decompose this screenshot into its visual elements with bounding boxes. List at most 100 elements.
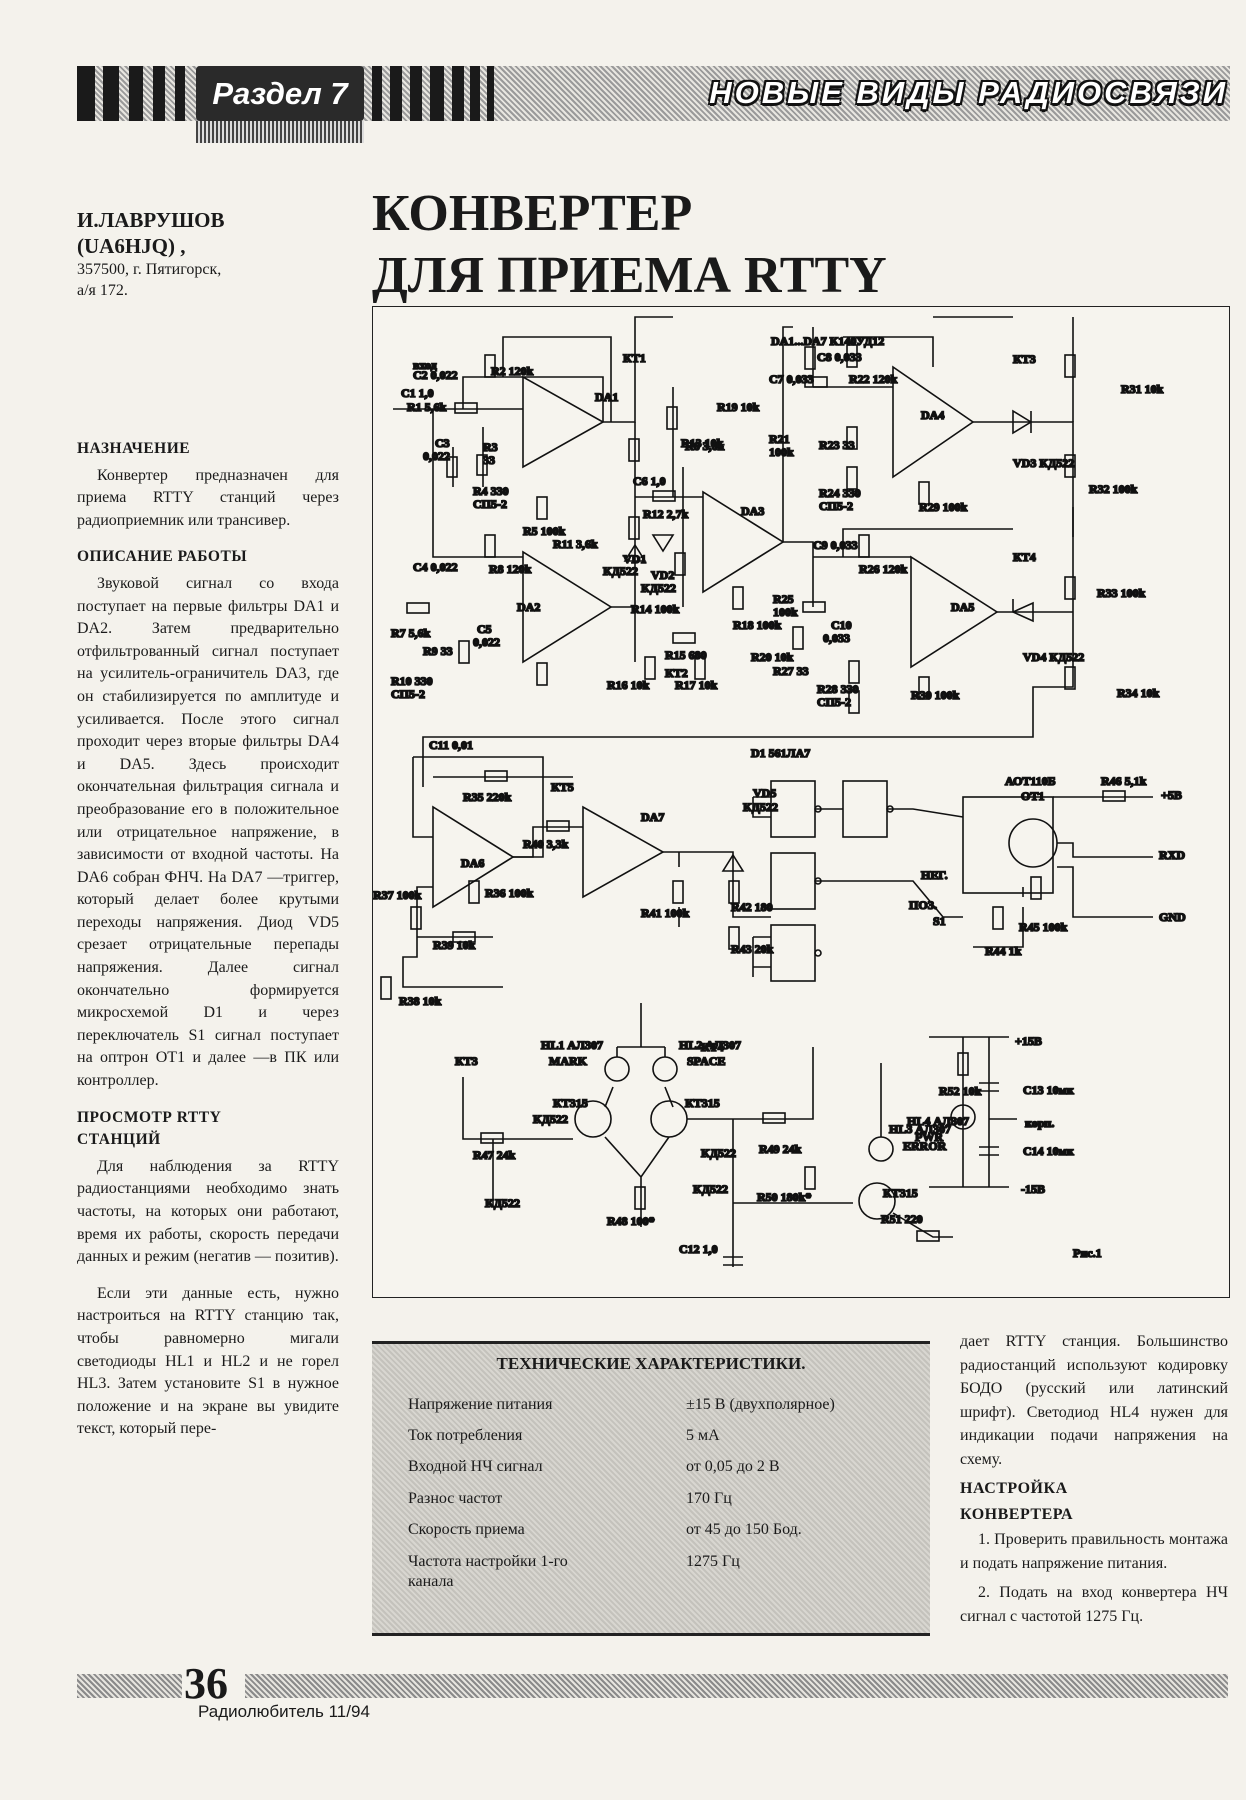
wire (782, 326, 814, 607)
led-hl2 (652, 1056, 678, 1082)
spec-row: Напряжение питания ±15 В (двухполярное) (408, 1395, 908, 1415)
resistor (446, 456, 458, 478)
label-vd2: VD2 (651, 568, 674, 582)
resistor (672, 880, 684, 904)
opamp-da5 (910, 555, 999, 669)
label-d1: D1 561ЛА7 (751, 746, 810, 760)
spec-key: Разнос частот (408, 1490, 503, 1507)
label-kt3: КТ3 (1013, 352, 1036, 366)
resistor (628, 516, 640, 540)
label-mark: MARK (549, 1054, 588, 1068)
resistor (918, 676, 930, 700)
gate-d1-c (770, 852, 816, 910)
header-stripe (129, 66, 143, 121)
label-r22: R22 120k (849, 372, 898, 386)
label-r17: R17 10k (675, 678, 718, 692)
resistor (652, 490, 676, 502)
label-chips: DA1...DA7 К140УД12 (771, 334, 884, 348)
label-kt2: КТ2 (665, 666, 688, 680)
label-r36: R36 100k (485, 886, 534, 900)
header-stripe (77, 66, 95, 121)
spec-value: 1275 Гц (686, 1553, 740, 1570)
magazine-issue: Радиолюбитель 11/94 (198, 1702, 370, 1721)
label-r25: R25 (773, 592, 794, 606)
author-block: И.ЛАВРУШОВ (UA6HJQ) , 357500, г. Пятигор… (77, 207, 267, 301)
label-r3: R3 (483, 440, 498, 454)
label-r38: R38 10k (399, 994, 442, 1008)
resistor (468, 880, 480, 904)
resistor (454, 402, 478, 414)
resistor (644, 656, 656, 680)
transistor-kt315-a (574, 1100, 612, 1138)
gate-d1-d (770, 924, 816, 982)
setup-heading-line2: КОНВЕРТЕРА (960, 1505, 1074, 1523)
header-stripe (410, 66, 422, 121)
label-r31: R31 10k (1121, 382, 1164, 396)
label-r42: R42 180 (731, 900, 773, 914)
resistor (484, 354, 496, 378)
label-da7: DA7 (641, 810, 664, 824)
label-opto-ref: ОТ1 (1021, 789, 1044, 803)
resistor (804, 346, 816, 370)
label-r26: R26 120k (859, 562, 908, 576)
label-r24: R24 330 (819, 486, 861, 500)
purpose-text: Конвертер предназначен для приема RTTY с… (77, 466, 339, 529)
label-c8: С8 0,033 (817, 350, 862, 364)
label-r7: R7 5,6k (391, 626, 431, 640)
spec-key: Входной НЧ сигнал (408, 1458, 543, 1475)
label-input: вход (413, 358, 437, 372)
article-title-line1: КОНВЕРТЕР (372, 185, 693, 242)
purpose-heading: НАЗНАЧЕНИЕ (77, 440, 191, 457)
label-c7: С7 0,033 (769, 372, 814, 386)
label-r8: R8 120k (489, 562, 532, 576)
label-hl4: HL4 АЛ307 (907, 1114, 969, 1128)
diode-vd3 (1012, 409, 1033, 435)
label-r50: R50 180k* (757, 1190, 811, 1204)
resistor (1064, 666, 1076, 690)
label-kd3: КД522 (701, 1146, 736, 1160)
label-r52: R52 10k (939, 1084, 982, 1098)
opamp-da4 (892, 365, 975, 479)
wire (462, 1077, 670, 1227)
wire (815, 808, 964, 918)
resistor (916, 1230, 940, 1242)
resistor (484, 770, 508, 782)
header-stripe (452, 66, 464, 121)
resistor (848, 660, 860, 684)
resistor (792, 626, 804, 650)
wire (813, 528, 1013, 558)
optocoupler-ot1 (962, 796, 1054, 894)
label-rxd: RXD (1159, 848, 1185, 862)
right-column: дает RTTY станция. Большинство радиостан… (960, 1330, 1228, 1634)
header-stripe (175, 66, 185, 121)
led-hl1 (604, 1056, 630, 1082)
spec-value: от 0,05 до 2 В (686, 1458, 780, 1475)
resistor (732, 586, 744, 610)
specs-box (372, 1342, 930, 1635)
spec-key: Напряжение питания (408, 1396, 553, 1413)
label-r41: R41 100k (641, 906, 690, 920)
spec-value: 5 мА (686, 1427, 720, 1444)
label-kt315-c: КТ315 (883, 1186, 918, 1200)
label-c5v: 0,022 (473, 635, 500, 649)
label-r9: R9 33 (423, 644, 453, 658)
author-name: И.ЛАВРУШОВ (77, 208, 225, 232)
spec-row: Скорость приема от 45 до 150 Бод. (408, 1520, 908, 1540)
label-kt4: КТ4 (1013, 550, 1036, 564)
label-c2: С2 0,022 (413, 368, 458, 382)
label-c10v: 0,033 (823, 631, 850, 645)
label-kt3b: КТ3 (455, 1054, 478, 1068)
specs-bottom-rule (372, 1633, 930, 1636)
led-hl4 (950, 1104, 976, 1130)
specs-top-rule (372, 1341, 930, 1344)
label-r35: R35 220k (463, 790, 512, 804)
label-5v: +5В (1161, 788, 1182, 802)
setup-heading-line1: НАСТРОЙКА (960, 1480, 1068, 1497)
resistor (918, 481, 930, 505)
label-r44: R44 1k (985, 944, 1022, 958)
label-r32: R32 100k (1089, 482, 1138, 496)
header-stripe (372, 66, 382, 121)
label-c4: С4 0,022 (413, 560, 458, 574)
label-r20: R20 10k (751, 650, 794, 664)
setup-step-1: 1. Проверить правильность монтажа и пода… (960, 1531, 1228, 1572)
